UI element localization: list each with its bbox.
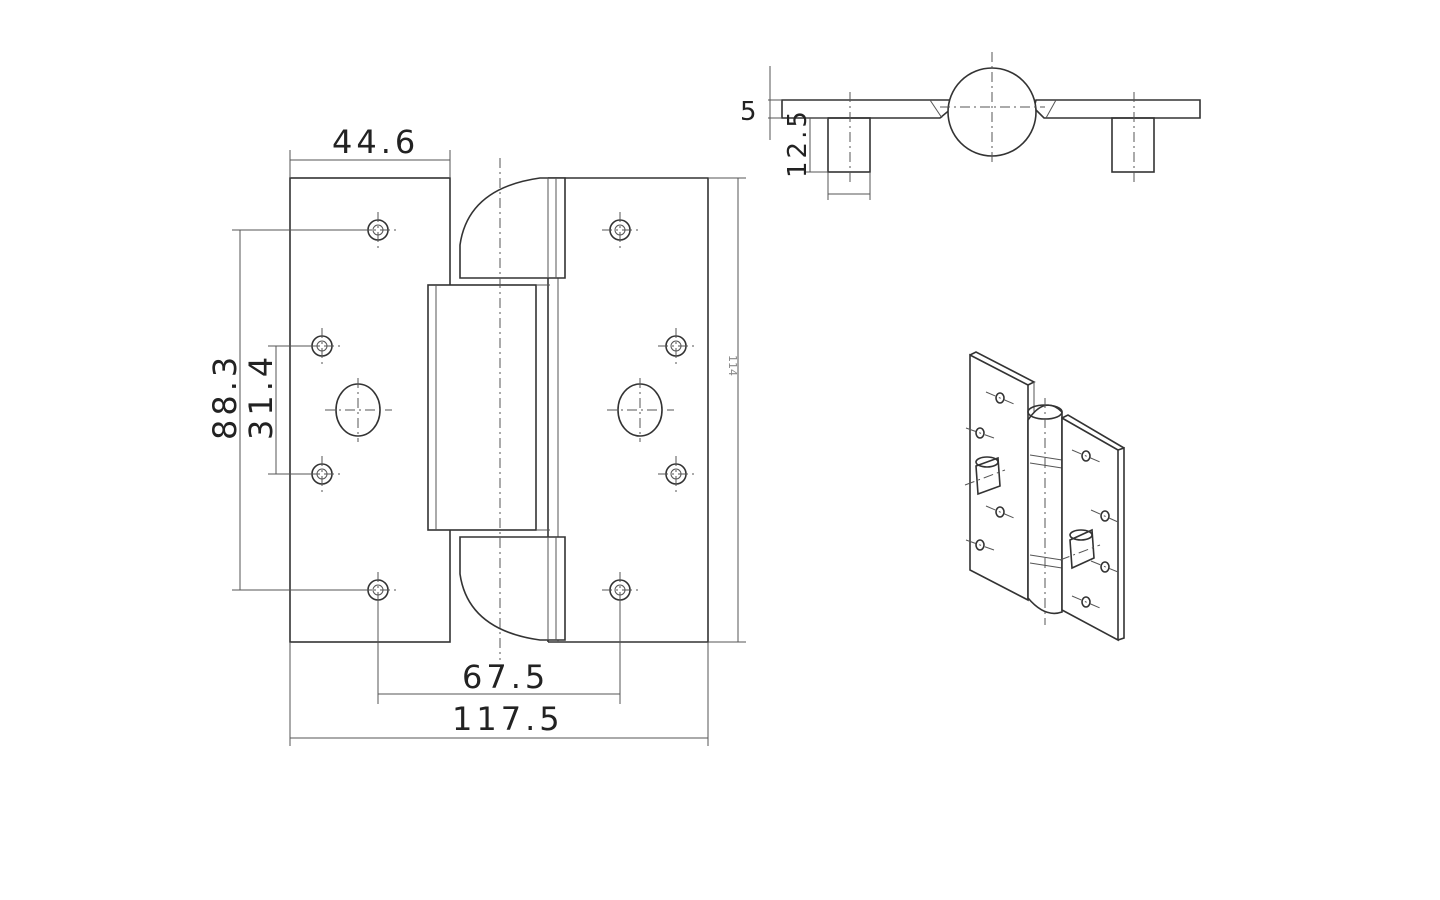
left-leaf-holes <box>304 212 400 610</box>
iso-left-holes <box>965 391 1015 551</box>
bottom-knuckle <box>459 536 566 641</box>
right-leaf <box>548 177 709 643</box>
front-view <box>289 158 709 660</box>
dim-overall-height: 114 <box>726 355 739 376</box>
dim-leaf-width: 44.6 <box>332 123 419 161</box>
iso-right-stud <box>1069 528 1095 570</box>
right-stud <box>1111 117 1155 173</box>
iso-right-holes <box>1071 449 1119 609</box>
iso-knuckle <box>1027 404 1063 615</box>
dim-inner-hole-spacing: 31.4 <box>242 353 280 440</box>
top-knuckle <box>459 177 566 279</box>
iso-right-leaf <box>1061 416 1119 642</box>
top-view: 5 12.5 <box>740 52 1201 200</box>
iso-left-stud <box>975 456 1001 496</box>
left-stud <box>827 117 871 173</box>
front-view-dimensions: 44.6 88.3 31.4 114 67.5 117.5 <box>206 123 746 746</box>
dim-plate-thickness: 5 <box>740 97 760 127</box>
dim-overall-width: 117.5 <box>452 700 564 738</box>
isometric-view <box>964 351 1125 642</box>
dim-hole-center-span: 67.5 <box>462 658 549 696</box>
dim-outer-hole-spacing: 88.3 <box>206 353 244 440</box>
right-leaf-holes <box>602 212 696 610</box>
center-knuckle <box>427 284 537 531</box>
dim-stud-length: 12.5 <box>783 108 813 178</box>
